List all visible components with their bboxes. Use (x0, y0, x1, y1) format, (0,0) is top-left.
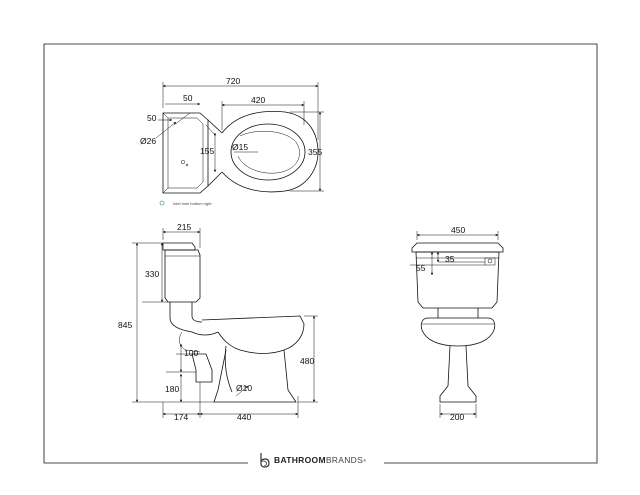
front-pedestal (439, 345, 477, 403)
dim-outlet-floor: 180 (165, 384, 179, 394)
plan-inlet-hole (180, 159, 186, 165)
dim-floor-fixing: Ø10 (236, 383, 252, 393)
dim-rim-height: 480 (300, 356, 314, 366)
front-cistern (415, 251, 500, 309)
brand-name-light: BRANDS (325, 455, 364, 465)
dim-bowl-width: 420 (251, 95, 265, 105)
dim-bowl-depth: 355 (308, 147, 322, 157)
side-cistern-lid (162, 242, 196, 251)
dim-inlet-diameter: Ø26 (140, 136, 156, 146)
dim-lever-offset: 35 (445, 254, 455, 264)
dim-overall-width: 720 (226, 76, 240, 86)
front-view: 450 35 55 200 (410, 225, 504, 422)
dim-pedestal-width: 200 (450, 412, 464, 422)
dim-total-height: 845 (118, 320, 132, 330)
dim-cistern-lid-inset: 50 (183, 93, 193, 103)
dim-lever-height: 55 (416, 263, 426, 273)
front-cistern-lid (411, 242, 504, 253)
dim-cistern-width: 450 (451, 225, 465, 235)
side-pan (201, 315, 305, 354)
dim-fixing-hole: Ø15 (232, 142, 248, 152)
plan-view: 720 50 420 50 Ø26 155 Ø15 355 Inlet hole… (140, 76, 324, 206)
dim-outlet-back: 174 (174, 412, 188, 422)
plan-bowl-outer (221, 111, 319, 193)
brand-registered: ® (363, 457, 367, 463)
front-flush-lever (484, 257, 496, 266)
dim-cistern-corner: 50 (147, 113, 157, 123)
dim-bowl-inner: 155 (200, 146, 214, 156)
plan-bowl-rim (230, 123, 306, 181)
dim-cistern-depth: 215 (177, 222, 191, 232)
drawing-border (43, 43, 598, 464)
dim-outlet-height: 100 (184, 348, 198, 358)
dim-cistern-height: 330 (145, 269, 159, 279)
brand-b-icon (260, 453, 270, 468)
side-cistern (164, 249, 201, 303)
inlet-note: Inlet hole bottom right (173, 201, 212, 206)
side-view: Ø10 215 330 845 100 180 480 (118, 222, 318, 422)
inlet-note-marker (159, 200, 165, 206)
front-bowl (420, 317, 496, 347)
side-pedestal (213, 349, 297, 403)
brand-name-bold: BATHROOM (274, 455, 326, 465)
dim-pan-projection: 440 (237, 412, 251, 422)
